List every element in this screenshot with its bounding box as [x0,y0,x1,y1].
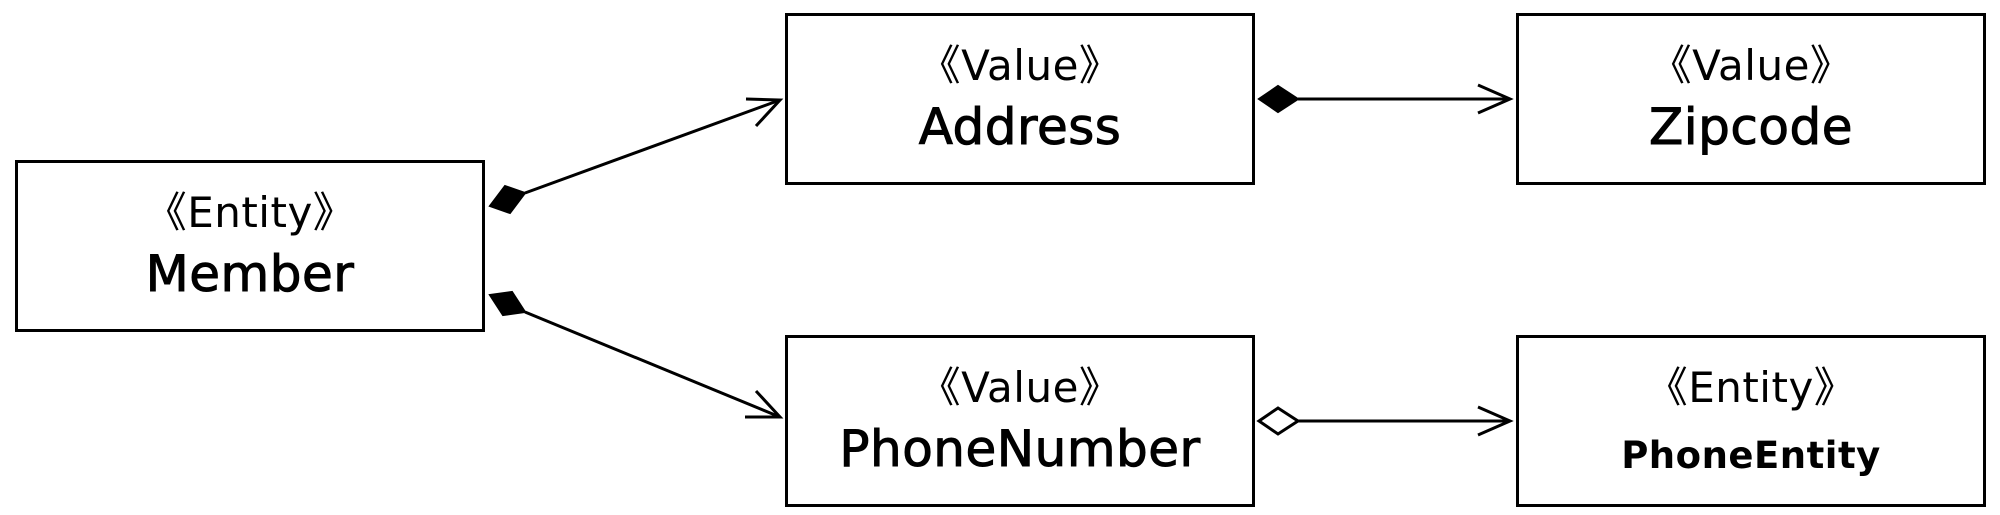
open-arrowhead-icon [1477,405,1514,437]
composition-diamond-icon [1257,84,1300,114]
composition-diamond-icon [488,184,527,215]
class-zipcode: 《Value》 Zipcode [1516,13,1986,185]
class-name: PhoneEntity [1621,434,1881,477]
aggregation-diamond-icon [1256,406,1301,436]
class-name: PhoneNumber [839,420,1201,479]
class-name: Member [145,245,355,304]
stereotype-label: 《Entity》 [1645,363,1857,412]
edge-member-phonenumber [488,290,784,419]
class-phonenumber: 《Value》 PhoneNumber [785,335,1255,507]
class-address: 《Value》 Address [785,13,1255,185]
stereotype-label: 《Value》 [1649,41,1853,90]
edge-phonenumber-phoneentity [1256,405,1514,437]
class-name: Address [918,98,1122,157]
stereotype-label: 《Value》 [918,41,1122,90]
edge-member-address [488,97,784,215]
open-arrowhead-icon [1477,83,1514,115]
stereotype-label: 《Value》 [918,363,1122,412]
open-arrowhead-icon [745,97,784,128]
class-member: 《Entity》 Member [15,160,485,332]
edge-address-zipcode [1257,83,1514,115]
open-arrowhead-icon [745,389,784,419]
composition-diamond-icon [488,290,527,317]
stereotype-label: 《Entity》 [144,188,356,237]
class-name: Zipcode [1649,98,1853,157]
edge-member-address-line [524,98,781,195]
class-phoneentity: 《Entity》 PhoneEntity [1516,335,1986,507]
edge-member-phonenumber-line [524,310,781,419]
